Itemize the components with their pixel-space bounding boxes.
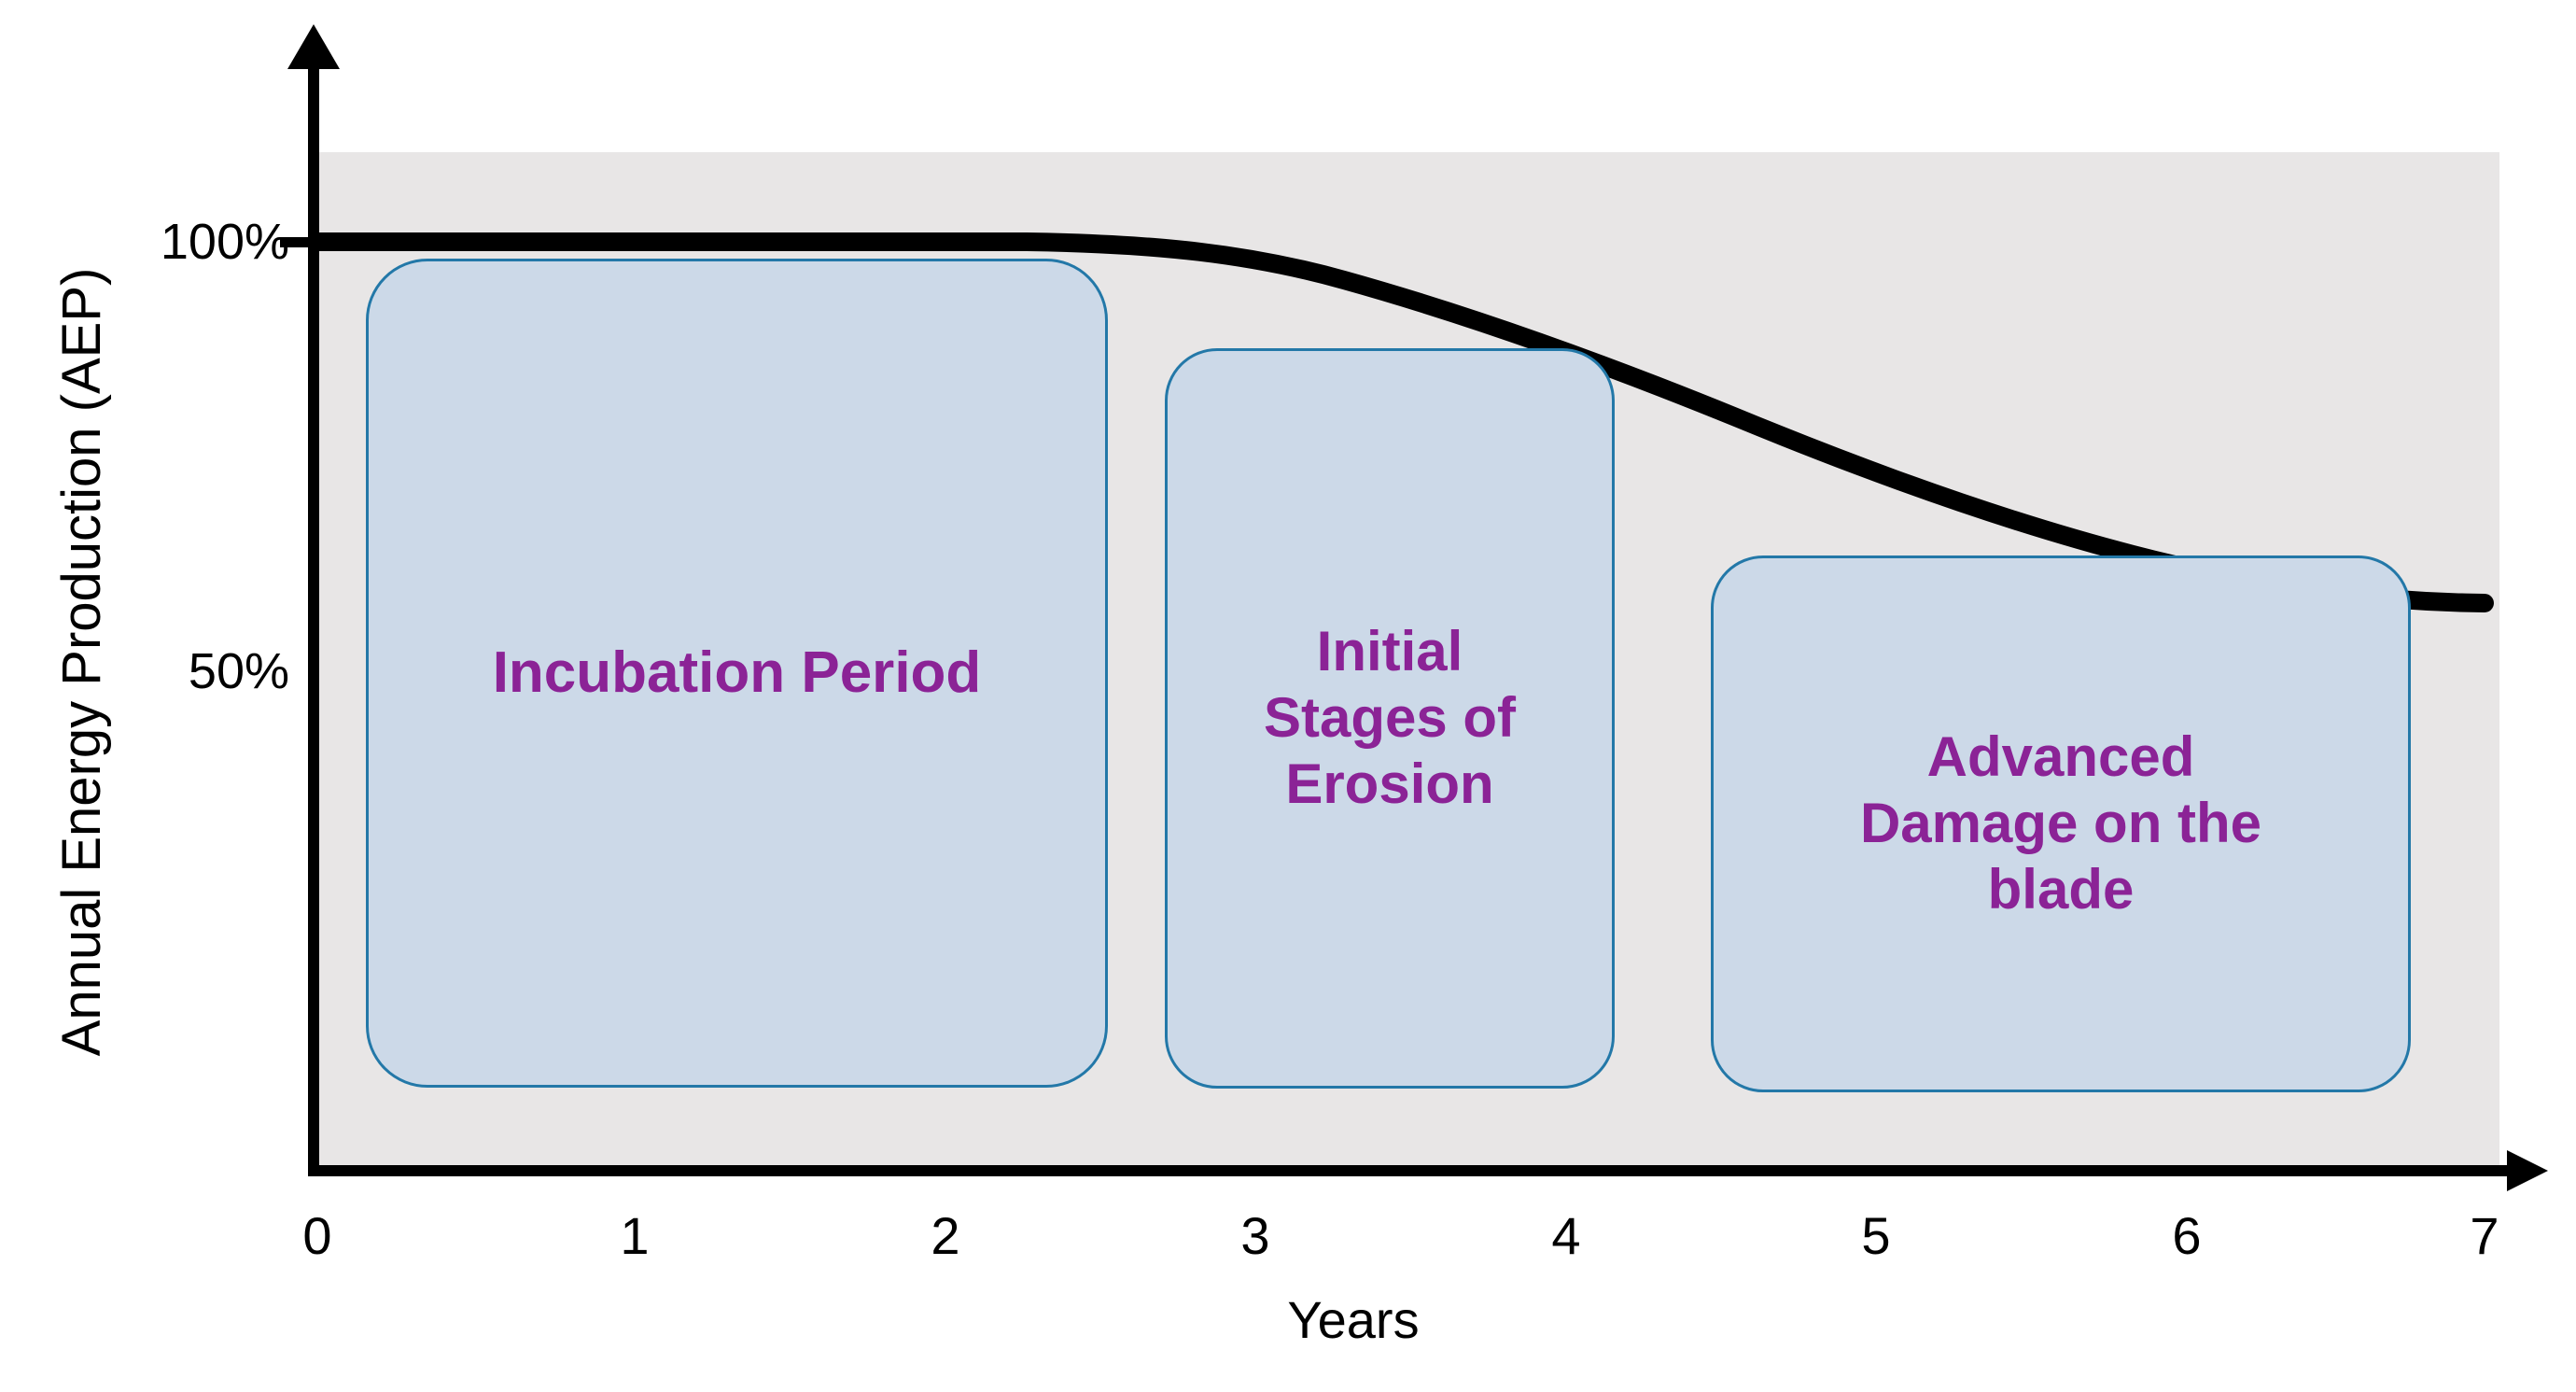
y-axis-line — [308, 65, 319, 1176]
x-axis-tick-label-3: 3 — [1240, 1206, 1270, 1265]
stage-box-incubation[interactable]: Incubation Period — [366, 259, 1108, 1088]
x-axis-arrowhead-icon — [2507, 1150, 2548, 1191]
x-axis-tick-label-0: 0 — [302, 1206, 332, 1265]
x-axis-tick-label-4: 4 — [1551, 1206, 1581, 1265]
x-axis-tick-label-7: 7 — [2470, 1206, 2499, 1265]
x-axis-title: Years — [1287, 1290, 1420, 1349]
stage-box-incubation-label: Incubation Period — [492, 640, 982, 706]
x-axis-tick-label-6: 6 — [2172, 1206, 2202, 1265]
x-axis-line — [308, 1165, 2511, 1176]
y-axis-tick-label-50: 50% — [188, 643, 289, 699]
x-axis-tick-label-1: 1 — [620, 1206, 650, 1265]
y-axis-tick-100 — [280, 237, 319, 247]
x-axis-tick-label-5: 5 — [1861, 1206, 1891, 1265]
y-axis-arrowhead-icon — [287, 24, 340, 69]
y-axis-title: Annual Energy Production (AEP) — [51, 267, 112, 1057]
x-axis-tick-label-2: 2 — [931, 1206, 960, 1265]
y-axis-tick-label-100: 100% — [160, 214, 289, 270]
